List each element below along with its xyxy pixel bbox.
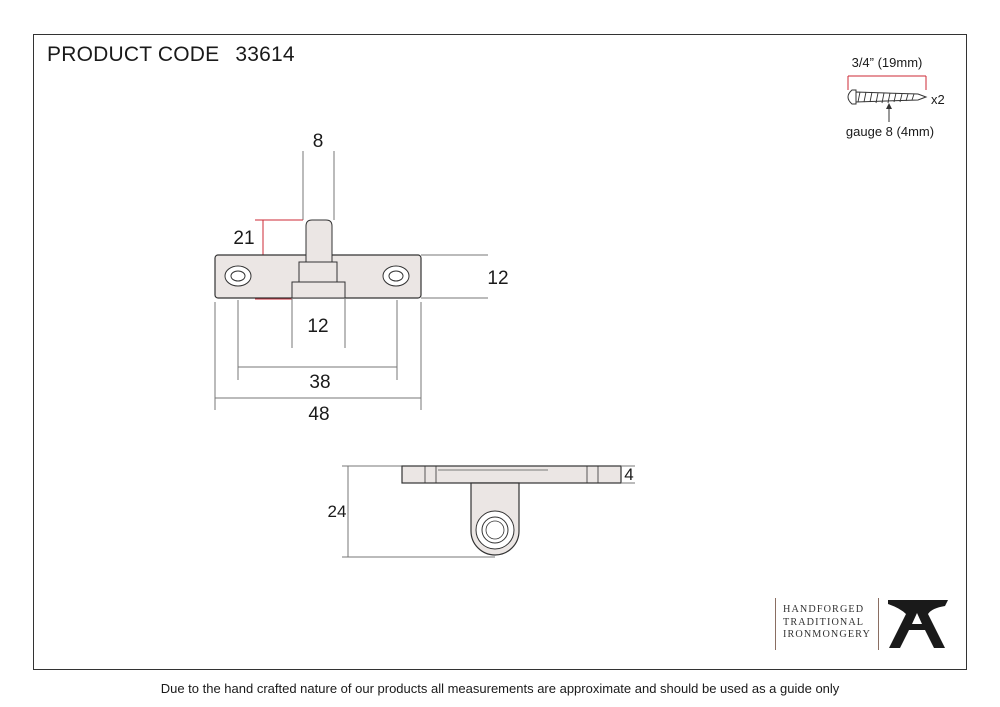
pin-height-label: 21 (233, 228, 254, 249)
screw-spec: 3/4” (19mm) x2 gauge 8 (4mm) (846, 55, 945, 139)
brand-line-2: TRADITIONAL (783, 616, 865, 628)
overall-height-label: 24 (328, 502, 347, 521)
pin-collar (298, 261, 338, 283)
hole-spacing-label: 38 (309, 372, 330, 393)
screw-quantity: x2 (931, 92, 945, 107)
anvil-logo-icon (888, 600, 948, 648)
pin-width-label: 8 (313, 131, 324, 152)
brand-line-1: HANDFORGED (783, 604, 865, 615)
screw-gauge-label: gauge 8 (4mm) (846, 124, 934, 139)
screw-length-label: 3/4” (19mm) (852, 55, 923, 70)
side-view: 24 4 (328, 465, 635, 558)
pin-base (291, 281, 346, 299)
gauge-arrow (886, 103, 892, 109)
product-code-label: PRODUCT CODE (47, 43, 220, 66)
plate-thickness-label: 4 (624, 465, 633, 484)
disclaimer-text: Due to the hand crafted nature of our pr… (160, 681, 840, 696)
product-code-title: PRODUCT CODE 33614 (47, 43, 295, 67)
pin-end-core (485, 520, 505, 540)
top-view: 8 21 12 12 38 48 (214, 131, 509, 425)
overall-width-label: 48 (308, 404, 329, 425)
stay-pin (305, 219, 333, 263)
drawing-frame (33, 34, 967, 670)
base-width-label: 12 (307, 316, 328, 337)
screw-hole-left-inner (230, 270, 246, 282)
brand-line-3: IRONMONGERY (783, 629, 871, 640)
brand-divider (878, 598, 879, 650)
screw-hole-right-inner (388, 270, 404, 282)
brand-wordmark: HANDFORGED TRADITIONAL IRONMONGERY (775, 598, 871, 650)
plate-height-label: 12 (487, 268, 508, 289)
product-code-value: 33614 (235, 43, 295, 66)
side-plate (401, 465, 622, 484)
screw-icon (847, 89, 928, 105)
